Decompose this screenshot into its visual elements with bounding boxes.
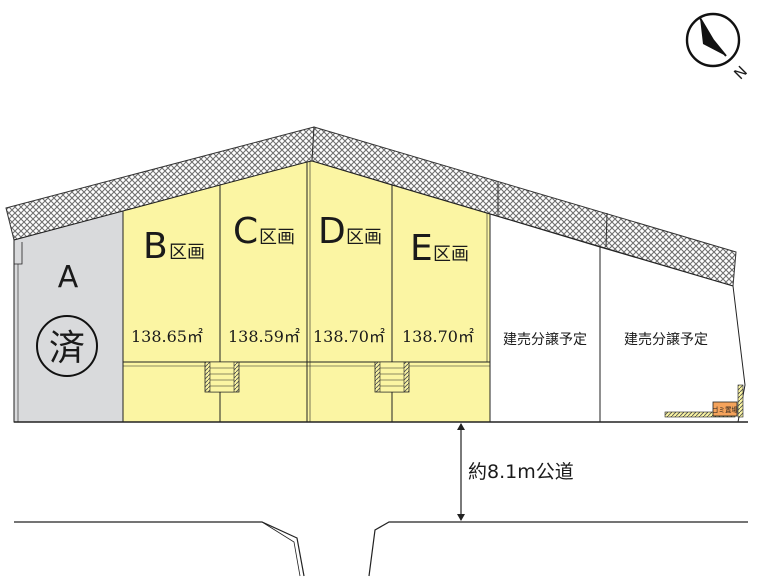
plot-labels: A 済 B 区画 138.65㎡ C 区画 138.59㎡ D 区画 138.7… (36, 211, 708, 377)
road-width-label: 約8.1m公道 (468, 461, 574, 483)
stairs-de (374, 361, 410, 393)
plot-e-letter: E (410, 228, 433, 269)
plot-g-status: 建売分譲予定 (624, 332, 708, 348)
plot-f[interactable] (489, 213, 601, 423)
north-arrow-icon (700, 18, 726, 56)
stairs-bc (204, 361, 240, 393)
plot-a-letter: A (58, 260, 79, 295)
public-road: 約8.1m公道 (14, 421, 748, 577)
garbage-station (712, 401, 738, 417)
compass-north-label: N (730, 62, 751, 83)
sold-stamp-circle (36, 315, 98, 377)
plot-b-suffix: 区画 (169, 242, 205, 263)
plot-c-letter: C (233, 211, 258, 252)
plot-b-letter: B (143, 226, 168, 267)
plot-d-letter: D (318, 211, 346, 252)
plot-c-suffix: 区画 (259, 227, 295, 248)
plot-e-suffix: 区画 (433, 244, 469, 265)
plot-e-area: 138.70㎡ (402, 327, 474, 346)
plot-a-status: 済 (49, 328, 85, 369)
plot-d-suffix: 区画 (346, 227, 382, 248)
road-edge-bottom-left (14, 521, 305, 577)
plot-b-area: 138.65㎡ (131, 327, 203, 346)
road-edge-bottom-right (368, 521, 748, 577)
plots: ゴミ置場 (13, 160, 746, 423)
plot-d-area: 138.70㎡ (313, 327, 385, 346)
garbage-station-label: ゴミ置場 (712, 405, 739, 414)
plot-c-area: 138.59㎡ (228, 327, 300, 346)
plot-f-status: 建売分譲予定 (503, 332, 587, 348)
compass: N (685, 12, 751, 83)
